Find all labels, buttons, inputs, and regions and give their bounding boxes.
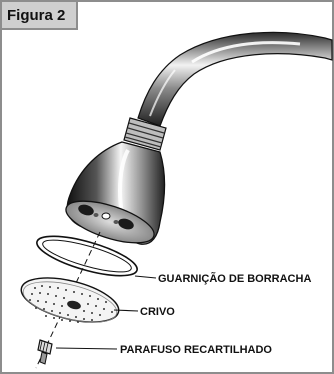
gasket-leader-line [134, 275, 157, 279]
sieve-plate [20, 277, 120, 323]
shower-head [65, 141, 166, 245]
screw-label: PARAFUSO RECARTILHADO [120, 344, 272, 356]
figure-title: Figura 2 [7, 7, 66, 24]
shower-arm-pipe [137, 31, 333, 127]
rubber-gasket [36, 235, 138, 277]
gasket-label: GUARNIÇÃO DE BORRACHA [158, 273, 312, 285]
knurled-screw [37, 339, 53, 365]
figure-title-tab [2, 2, 78, 30]
sieve-label: CRIVO [140, 306, 175, 318]
screw-leader-line [55, 347, 118, 350]
sieve-leader-line [113, 309, 139, 312]
threaded-collar [123, 117, 167, 151]
